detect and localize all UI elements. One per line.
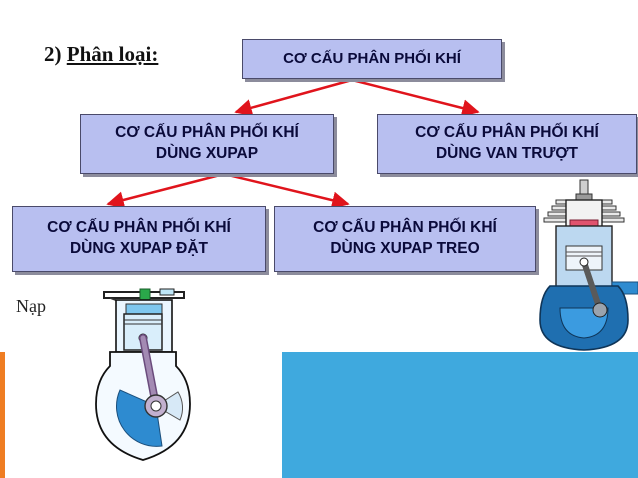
sleeve-valve-engine-icon xyxy=(539,179,638,351)
tree-node-side-valve-line2: DÙNG XUPAP ĐẶT xyxy=(69,240,209,257)
arrow-left-to-low xyxy=(106,172,225,209)
section-heading: 2) Phân loại: xyxy=(44,42,158,67)
heading-label: Phân loại: xyxy=(66,42,159,66)
tree-node-sleeve: CƠ CẤU PHÂN PHỐI KHÍ DÙNG VAN TRƯỢT xyxy=(377,114,637,174)
tree-node-valve: CƠ CẤU PHÂN PHỐI KHÍ DÙNG XUPAP xyxy=(80,114,334,174)
poppet-valve-engine-icon xyxy=(95,288,191,461)
tree-node-side-valve: CƠ CẤU PHÂN PHỐI KHÍ DÙNG XUPAP ĐẶT xyxy=(12,206,266,272)
tree-root-box: CƠ CẤU PHÂN PHỐI KHÍ xyxy=(242,39,502,79)
arrow-left-to-high xyxy=(223,172,350,209)
heading-number: 2) xyxy=(44,42,62,66)
orange-strip xyxy=(0,352,5,478)
tree-node-sleeve-line2: DÙNG VAN TRƯỢT xyxy=(435,145,579,162)
tree-node-overhead-valve-line1: CƠ CẤU PHÂN PHỐI KHÍ xyxy=(313,219,497,237)
tree-node-sleeve-line1: CƠ CẤU PHÂN PHỐI KHÍ xyxy=(415,124,599,142)
arrow-root-to-right xyxy=(351,78,480,117)
tree-node-valve-line1: CƠ CẤU PHÂN PHỐI KHÍ xyxy=(115,124,299,142)
tree-node-valve-line2: DÙNG XUPAP xyxy=(155,145,259,162)
blue-panel xyxy=(282,352,638,478)
tree-node-side-valve-line1: CƠ CẤU PHÂN PHỐI KHÍ xyxy=(47,219,231,237)
tree-node-overhead-valve: CƠ CẤU PHÂN PHỐI KHÍ DÙNG XUPAP TREO xyxy=(274,206,536,272)
intake-caption: Nạp xyxy=(16,296,46,316)
tree-root-label: CƠ CẤU PHÂN PHỐI KHÍ xyxy=(283,49,461,67)
arrow-root-to-left xyxy=(234,78,353,117)
tree-node-overhead-valve-line2: DÙNG XUPAP TREO xyxy=(330,240,480,257)
